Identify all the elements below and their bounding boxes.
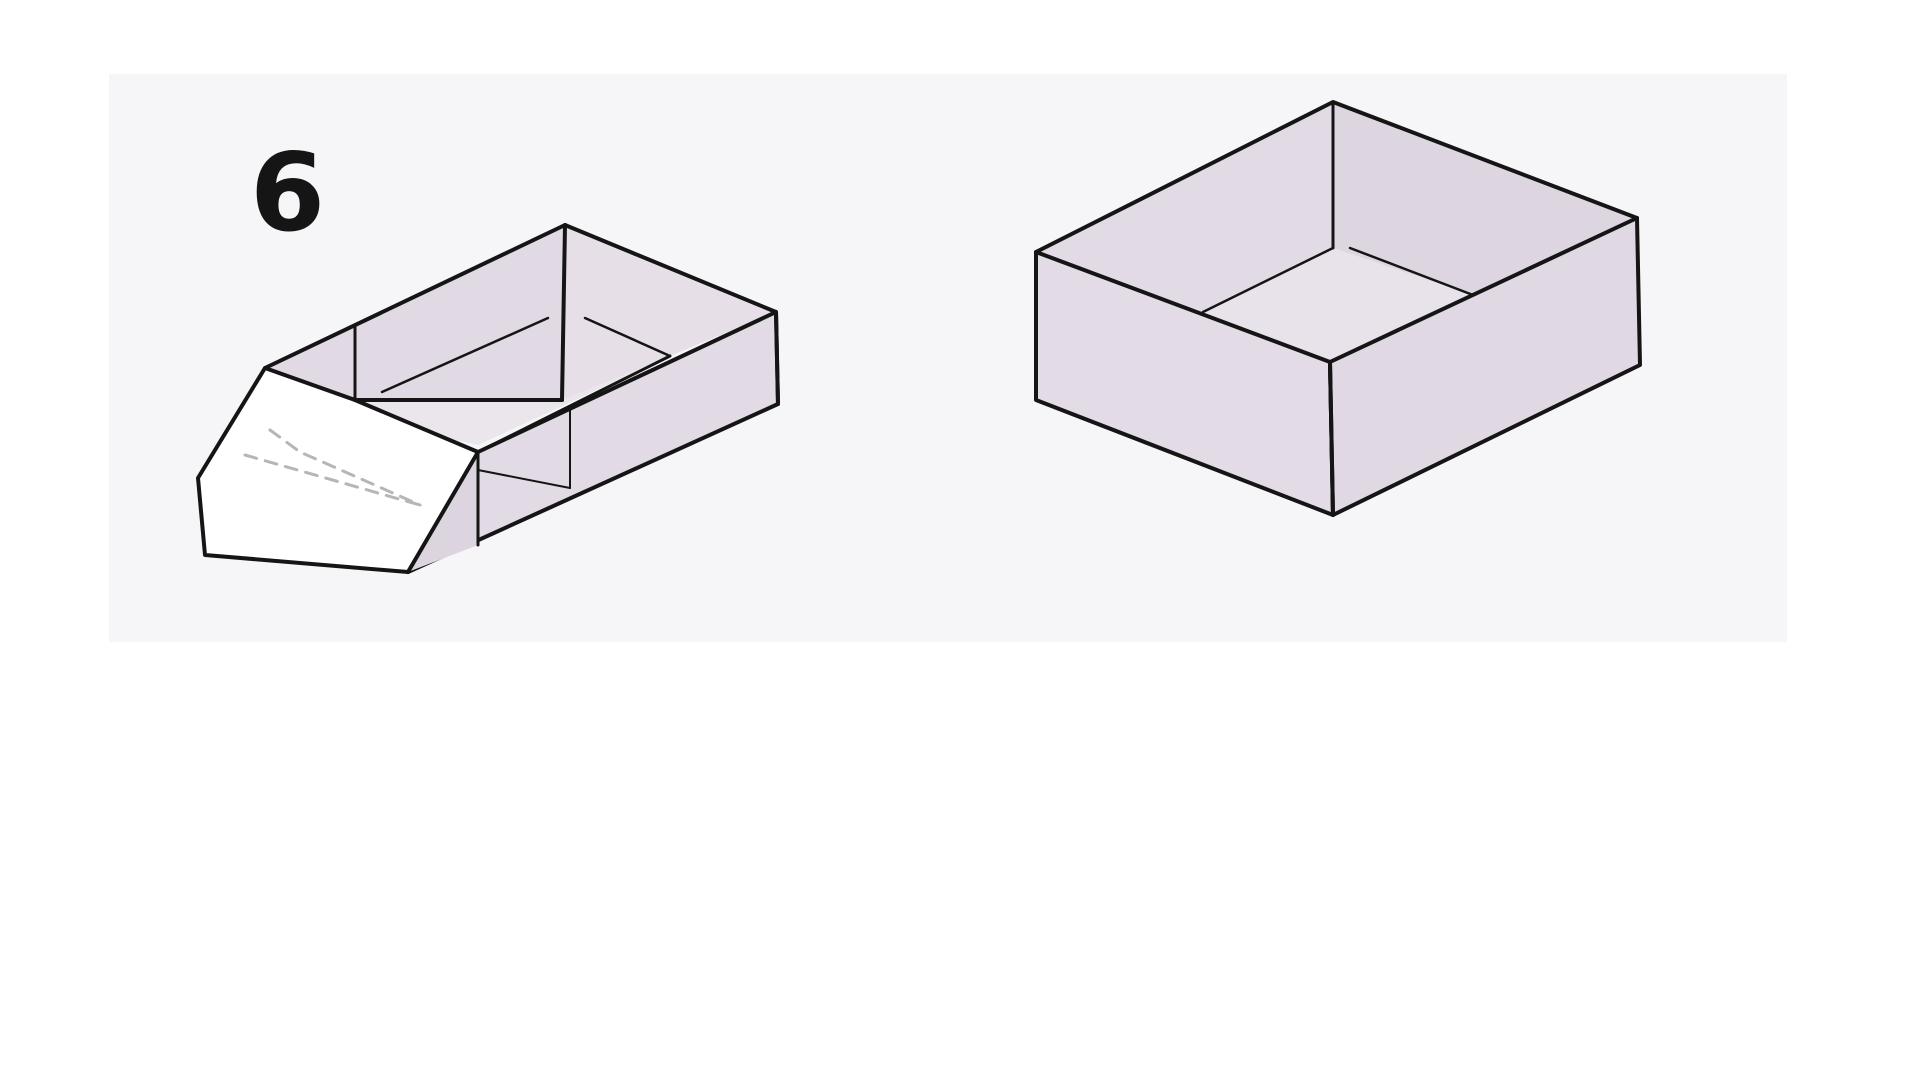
left-box-rim <box>263 223 780 406</box>
left-box-right-inner-wall <box>562 225 776 400</box>
right-box-floor-left <box>1201 246 1335 314</box>
left-box-dashed-fold-2 <box>243 453 422 507</box>
right-box-inner-right-wall <box>1333 102 1637 295</box>
step-number-label: 6 <box>250 131 326 256</box>
left-box-floor-line-right <box>583 316 672 358</box>
left-box-inner-edge <box>477 469 571 489</box>
right-box-floor-right <box>1348 246 1475 297</box>
left-box-inner-rim <box>476 354 672 454</box>
left-box-dashed-fold <box>268 428 422 507</box>
right-box-inner-left-wall <box>1036 102 1333 312</box>
left-box-back-corner <box>560 223 567 402</box>
finished-square-box-icon <box>1034 100 1642 517</box>
left-box-floor-line <box>380 316 550 394</box>
partially-folded-box-icon <box>196 223 780 574</box>
left-box-back-wall <box>265 225 565 400</box>
right-box-front-corner <box>1328 360 1335 517</box>
right-box-floor <box>1203 248 1473 362</box>
